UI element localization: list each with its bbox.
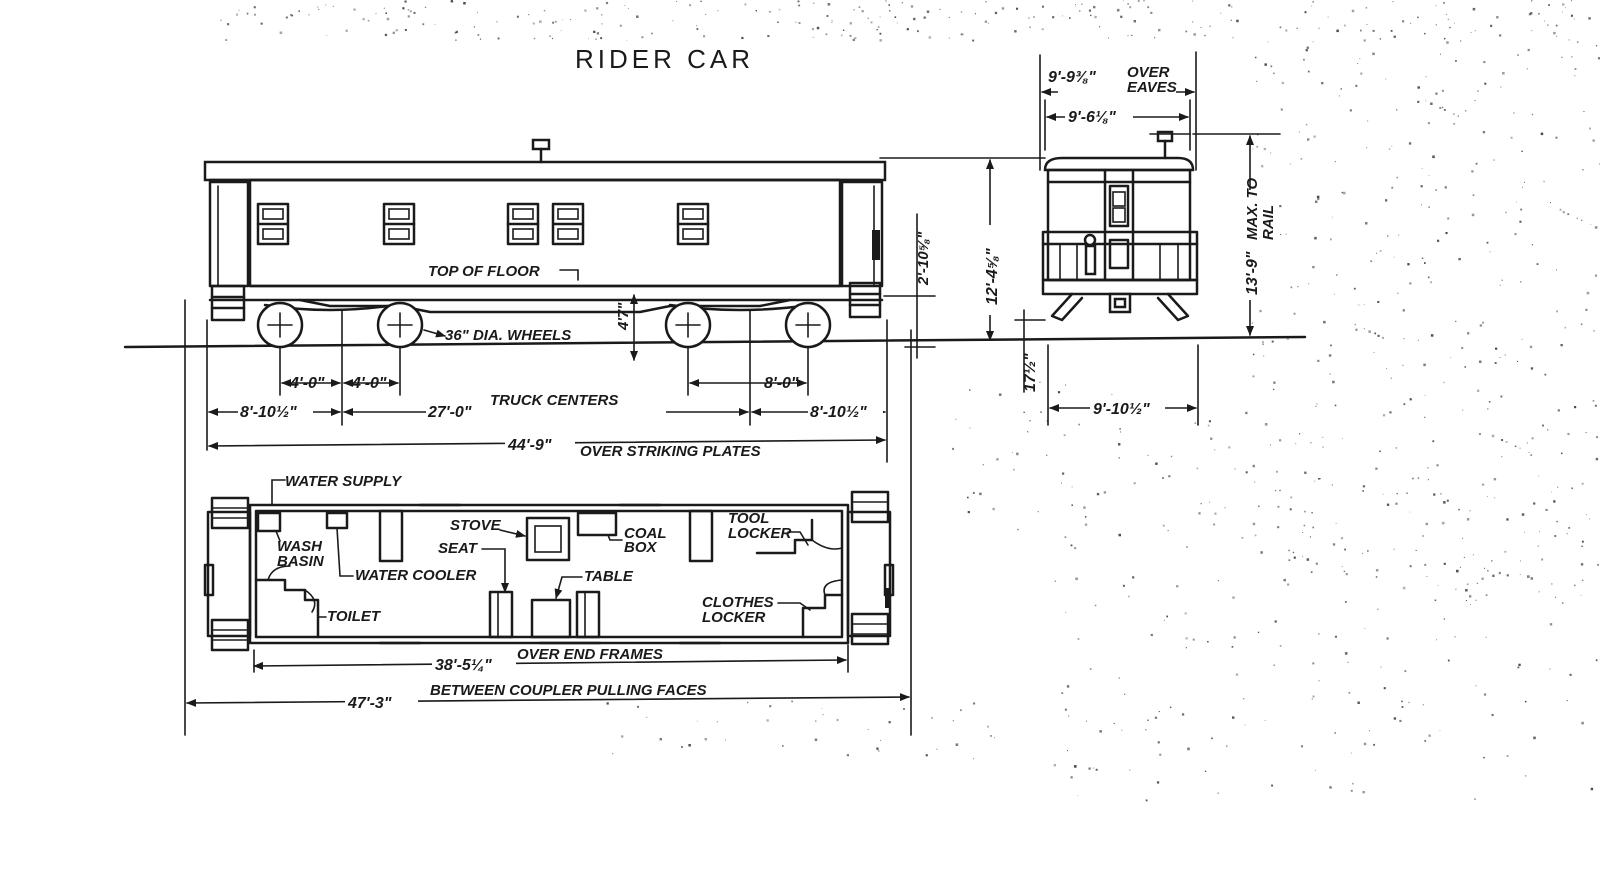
dim-end-frames: 38'-5¼" bbox=[435, 657, 492, 674]
wash-basin-label-1: WASH bbox=[277, 538, 323, 555]
dim-floor-height: 2'-10⅝" bbox=[915, 231, 932, 286]
clothes-locker-label-2: LOCKER bbox=[702, 609, 766, 626]
end-view: 9'-9⅜" OVER EAVES 9'-6⅛" 12'-4⅝" 17½" 13… bbox=[879, 51, 1281, 426]
side-view: TOP OF FLOOR 36" DIA. WHEELS 4'7" 2'-10⅝… bbox=[123, 138, 1307, 736]
water-cooler bbox=[325, 511, 349, 530]
seat-left bbox=[378, 509, 404, 563]
eaves-label-eaves: EAVES bbox=[1127, 79, 1177, 96]
tool-locker-label-1: TOOL bbox=[728, 510, 769, 527]
plan-steps bbox=[210, 490, 890, 652]
coal-box bbox=[576, 511, 618, 537]
seat-right bbox=[688, 509, 714, 563]
max-to-rail-label-1: MAX. TO bbox=[1244, 177, 1261, 240]
scan-noise bbox=[220, 0, 1600, 802]
tool-locker-label-2: LOCKER bbox=[728, 525, 792, 542]
dim-axle-right: 8'-0" bbox=[764, 375, 799, 392]
toilet-label: TOILET bbox=[327, 608, 382, 625]
wash-basin bbox=[256, 511, 282, 533]
dim-lower-width: 9'-10½" bbox=[1093, 401, 1150, 418]
dim-axle-left-a: 4'-0" bbox=[289, 375, 325, 392]
seat-label: SEAT bbox=[438, 540, 479, 557]
end-frames-label: OVER END FRAMES bbox=[517, 646, 663, 663]
end-roof bbox=[1043, 156, 1195, 172]
dim-coupler: 47'-3" bbox=[347, 695, 392, 712]
roof-vent-icon bbox=[531, 138, 551, 151]
dim-over-eaves: 9'-9⅜" bbox=[1048, 69, 1096, 86]
side-roof bbox=[203, 160, 887, 182]
seat-b bbox=[575, 590, 601, 639]
dim-end-right: 8'-10½" bbox=[810, 404, 867, 421]
plan-view: WATER SUPPLY WASH BASIN WATER COOLER STO… bbox=[186, 473, 910, 712]
seat-a bbox=[488, 590, 514, 639]
side-body bbox=[248, 178, 842, 288]
top-of-floor-label: TOP OF FLOOR bbox=[428, 263, 540, 280]
wash-basin-label-2: BASIN bbox=[277, 553, 325, 570]
table bbox=[530, 598, 572, 639]
max-to-rail-label-2: RAIL bbox=[1260, 205, 1277, 240]
coal-box-label-1: COAL bbox=[624, 525, 667, 542]
clothes-locker-label-1: CLOTHES bbox=[702, 594, 774, 611]
dim-end-left: 8'-10½" bbox=[240, 404, 297, 421]
drawing-title: RIDER CAR bbox=[575, 44, 754, 74]
dim-over-striking: 44'-9" bbox=[507, 437, 552, 454]
dim-rail-clearance: 17½" bbox=[1022, 353, 1039, 392]
water-supply-label: WATER SUPPLY bbox=[285, 473, 403, 490]
dim-max-height: 13'-9" bbox=[1244, 251, 1261, 295]
truck-centers-label: TRUCK CENTERS bbox=[490, 392, 618, 409]
wheels-label: 36" DIA. WHEELS bbox=[445, 327, 571, 344]
dim-axle-left-b: 4'-0" bbox=[351, 375, 387, 392]
dim-upper-width: 9'-6⅛" bbox=[1068, 109, 1116, 126]
dim-4ft7: 4'7" bbox=[615, 302, 632, 331]
stove bbox=[525, 516, 571, 562]
coupler-label: BETWEEN COUPLER PULLING FACES bbox=[430, 682, 707, 699]
table-label: TABLE bbox=[584, 568, 634, 585]
eaves-label-over: OVER bbox=[1127, 64, 1170, 81]
water-cooler-label: WATER COOLER bbox=[355, 567, 477, 584]
wheels bbox=[256, 301, 832, 349]
dim-total-height: 12'-4⅝" bbox=[984, 248, 1001, 305]
stove-label: STOVE bbox=[450, 517, 502, 534]
over-striking-label: OVER STRIKING PLATES bbox=[580, 443, 761, 460]
end-steps bbox=[210, 230, 882, 322]
dim-truck-centers: 27'-0" bbox=[427, 404, 472, 421]
coal-box-label-2: BOX bbox=[624, 539, 658, 556]
side-windows bbox=[256, 202, 710, 246]
rail-line bbox=[123, 335, 1307, 349]
